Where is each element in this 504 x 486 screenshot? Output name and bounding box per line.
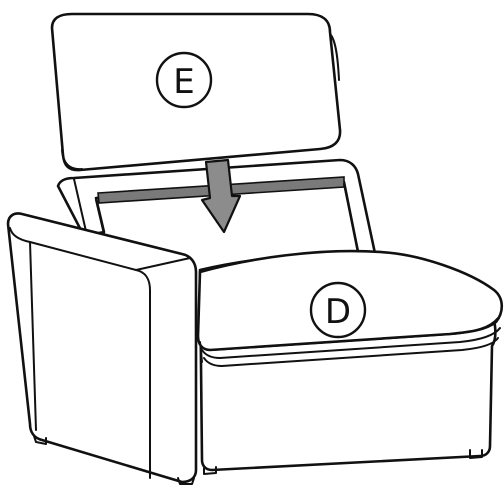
- callout-d-label: D: [325, 292, 351, 332]
- callout-d: D: [311, 283, 365, 337]
- armrest: [8, 213, 196, 484]
- callout-e-label: E: [173, 62, 194, 102]
- callout-e: E: [157, 53, 211, 107]
